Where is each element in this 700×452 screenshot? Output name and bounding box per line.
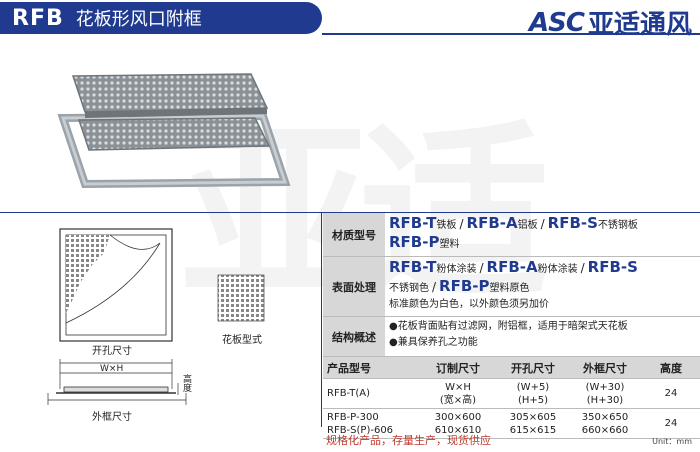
hole-formula-label: W×H (100, 364, 124, 374)
pattern-label: 花板型式 (222, 335, 262, 346)
title-pill: RFB 花板形风口附框 (0, 2, 322, 34)
brand: ASC 亚适通风 (529, 4, 692, 41)
structure-row: 结构概述 ●花板背面贴有过滤网，附铝框，适用于暗架式天花板 ●兼具保养孔之功能 (323, 317, 700, 357)
surface-row: 表面处理 RFB-T粉体涂装/RFB-A粉体涂装/RFB-S 不锈钢色/RFB-… (323, 257, 700, 317)
product-code: RFB (12, 5, 64, 31)
section-divider (0, 212, 700, 213)
height-label: 高度 (181, 374, 191, 392)
hole-size-label: 开孔尺寸 (92, 346, 132, 357)
unit-note: Unit：mm (652, 437, 692, 446)
spec-table: 材质型号 RFB-T铁板/RFB-A铝板/RFB-S不锈钢板 RFB-P塑料 表… (323, 213, 700, 439)
frame-size-label: 外框尺寸 (92, 412, 132, 423)
product-name: 花板形风口附框 (75, 9, 202, 30)
material-row: 材质型号 RFB-T铁板/RFB-A铝板/RFB-S不锈钢板 RFB-P塑料 (323, 213, 700, 257)
structure-value: ●花板背面贴有过滤网，附铝框，适用于暗架式天花板 ●兼具保养孔之功能 (389, 321, 628, 348)
surface-value: RFB-T粉体涂装/RFB-A粉体涂装/RFB-S 不锈钢色/RFB-P塑料原色… (385, 257, 700, 316)
surface-note: 标准颜色为白色，以外颜色须另加价 (389, 299, 549, 310)
drawing-panel: 开孔尺寸 W×H 高度 外框尺寸 花板型式 (0, 213, 322, 427)
technical-drawing (47, 228, 265, 405)
brand-name: 亚适通风 (587, 10, 692, 40)
material-label: 材质型号 (323, 213, 385, 256)
product-photo (57, 73, 291, 189)
supply-note: 规格化产品，存量生产，现货供应 (326, 434, 491, 447)
structure-label: 结构概述 (323, 317, 385, 356)
material-value: RFB-T铁板/RFB-A铝板/RFB-S不锈钢板 RFB-P塑料 (389, 214, 638, 251)
size-table-header: 产品型号 订制尺寸 开孔尺寸 外框尺寸 高度 (323, 357, 700, 379)
surface-label: 表面处理 (323, 257, 385, 316)
table-row: RFB-T(A) W×H(宽×高) (W+5)(H+5) (W+30)(H+30… (323, 379, 700, 409)
header-bar: RFB 花板形风口附框 ASC 亚适通风 (0, 0, 700, 40)
brand-logo: ASC (529, 7, 585, 38)
header-line (322, 33, 700, 35)
